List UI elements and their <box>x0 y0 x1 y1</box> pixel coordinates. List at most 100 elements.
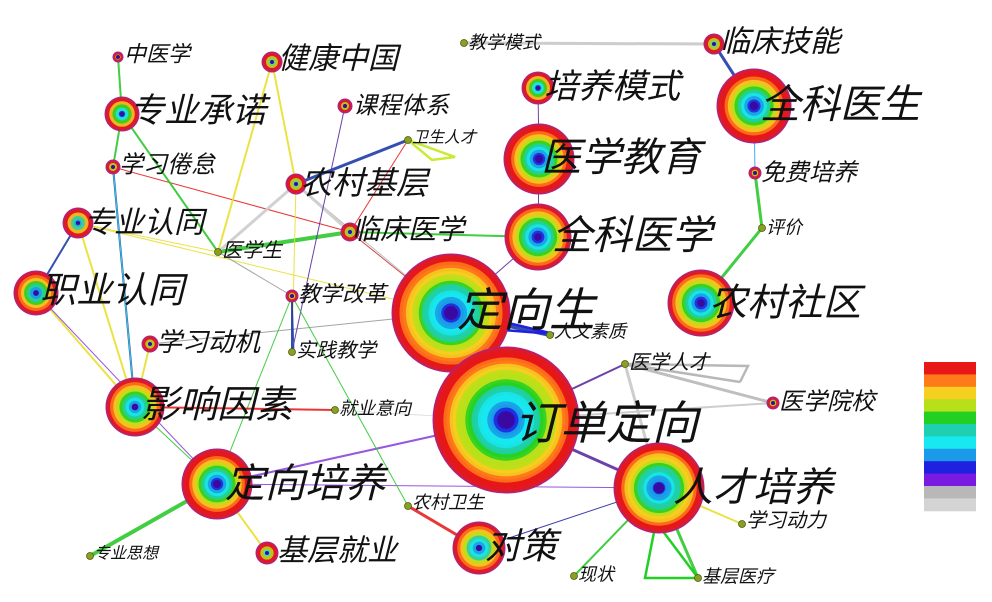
label-lcjn: 临床技能 <box>720 25 843 60</box>
node-xz <box>570 572 578 580</box>
node-jyyx <box>331 406 339 414</box>
legend-swatch-9 <box>924 473 976 487</box>
edge-triangle-3 <box>643 519 699 580</box>
node-dingdan <box>432 346 580 494</box>
label-xz: 现状 <box>578 564 616 585</box>
label-ncws: 农村卫生 <box>412 492 486 513</box>
label-jkzg: 健康中国 <box>278 42 402 77</box>
legend-swatch-1 <box>924 374 976 388</box>
label-jyyx: 就业意向 <box>339 398 413 419</box>
node-yxjy <box>503 123 575 195</box>
node-lcyx <box>340 222 360 242</box>
edge-yxys-zyrt2 <box>77 222 136 408</box>
label-zysx: 专业思想 <box>94 544 160 563</box>
label-jxgg: 教学改革 <box>298 283 389 308</box>
label-mfpy: 免费培养 <box>761 158 860 186</box>
label-zycn: 专业承诺 <box>130 91 271 131</box>
node-jxms <box>460 39 468 47</box>
edge-yxs-zycn <box>121 113 219 253</box>
label-zyrt: 职业认同 <box>40 271 188 312</box>
label-dingxiangsheng: 定向生 <box>457 283 598 337</box>
node-yxys <box>105 377 165 437</box>
label-lcyx: 临床医学 <box>352 213 467 246</box>
legend-swatch-7 <box>924 448 976 462</box>
legend-swatch-11 <box>924 498 976 512</box>
label-pyms: 培养模式 <box>544 67 684 107</box>
edge-xxjd-lcyx <box>112 166 351 233</box>
legend-swatch-8 <box>924 461 976 475</box>
label-dingdan: 订单定向 <box>514 396 702 450</box>
label-yxjy: 医学教育 <box>541 135 707 181</box>
label-yxrc: 医学人才 <box>629 350 711 374</box>
label-duice: 对策 <box>485 527 562 568</box>
edge-dxpy-rencai <box>216 483 660 489</box>
label-xxjd: 学习倦怠 <box>119 150 216 178</box>
legend-swatch-3 <box>924 399 976 413</box>
label-dxpy: 定向培养 <box>225 461 389 507</box>
node-jcyl <box>694 574 702 582</box>
node-xxdl <box>738 520 746 528</box>
label-qkys: 全科医生 <box>760 82 923 128</box>
node-zyrt2 <box>62 207 94 239</box>
label-layer: 定向生订单定向人才培养定向培养医学教育全科医生全科医学农村社区影响因素职业认同专… <box>40 25 923 588</box>
node-xxdj <box>141 335 159 353</box>
edge-ncjc-wsrc <box>295 138 409 186</box>
node-qkys <box>716 68 792 144</box>
edge-triangle-0 <box>407 138 456 162</box>
node-lcjn <box>703 33 725 55</box>
edge-triangle-2 <box>624 362 751 384</box>
node-qkyx <box>504 203 572 271</box>
node-dxpy <box>181 448 253 520</box>
edge-mfpy-pj <box>753 172 764 229</box>
node-duice <box>452 521 506 575</box>
label-rwsz: 人文素质 <box>554 321 628 342</box>
edge-ncws-jxgg <box>291 295 409 507</box>
edge-jkzg-yxs <box>217 61 273 253</box>
label-zyx: 中医学 <box>124 43 193 68</box>
label-jcyl: 基层医疗 <box>702 566 777 587</box>
node-sjjx <box>288 348 296 356</box>
node-rwsz <box>546 331 554 339</box>
node-zyx <box>112 51 124 63</box>
label-sjjx: 实践教学 <box>296 338 378 362</box>
color-legend <box>924 362 976 512</box>
label-xxdl: 学习动力 <box>746 508 828 532</box>
label-yxy: 医学院校 <box>779 387 878 415</box>
label-qkyx: 全科医学 <box>552 213 716 259</box>
label-kctx: 课程体系 <box>353 91 451 119</box>
label-ncsq: 农村社区 <box>709 280 866 324</box>
label-wsrc: 卫生人才 <box>412 128 478 147</box>
node-jxgg <box>285 289 299 303</box>
edge-kctx-sjjx <box>291 105 346 353</box>
node-dingxiangsheng <box>391 253 511 373</box>
legend-swatch-5 <box>924 424 976 437</box>
legend-swatch-2 <box>924 386 976 400</box>
edge-yxs-jxgg <box>217 251 293 297</box>
node-jkzg <box>261 51 283 73</box>
node-kctx <box>337 98 353 114</box>
node-yxy <box>766 396 780 410</box>
legend-swatch-0 <box>924 362 976 375</box>
node-wsrc <box>404 136 412 144</box>
edge-jxms-lcjn <box>463 41 715 46</box>
label-xxdj: 学习动机 <box>156 328 261 358</box>
label-zyrt2: 专业认同 <box>84 206 208 241</box>
node-mfpy <box>748 166 762 180</box>
node-xxjd <box>105 159 121 175</box>
node-jcjy <box>255 541 279 565</box>
edge-jxgg-jxms_dummy <box>291 295 295 353</box>
legend-swatch-4 <box>924 411 976 425</box>
label-pj: 评价 <box>766 217 804 238</box>
edge-jkzg-ncjc <box>271 61 297 185</box>
edge-yxys-jyyx <box>134 406 336 411</box>
edge-yxs-ncjc <box>217 182 297 254</box>
node-ncsq <box>667 269 735 337</box>
label-jcjy: 基层就业 <box>277 534 399 569</box>
label-jxms: 教学模式 <box>468 32 542 53</box>
legend-swatch-10 <box>924 486 976 499</box>
node-rencai <box>613 442 705 534</box>
node-yxrc <box>621 360 629 368</box>
node-pj <box>758 224 766 232</box>
node-zycn <box>104 96 140 132</box>
